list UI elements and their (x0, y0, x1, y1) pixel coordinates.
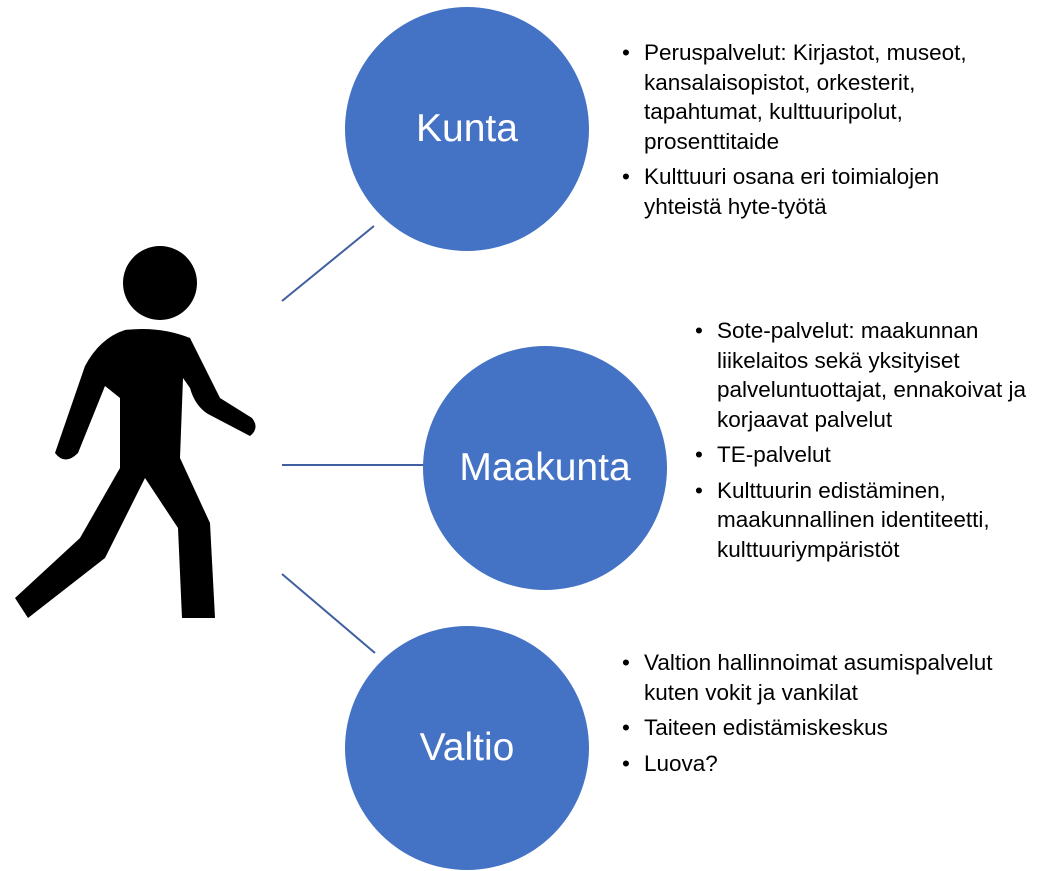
valtio-bullet-item: Luova? (620, 749, 1020, 779)
valtio-bullet-item: Valtion hallinnoimat asumispalvelut kute… (620, 648, 1020, 707)
node-kunta: Kunta (345, 7, 589, 251)
node-valtio-label: Valtio (419, 726, 515, 769)
node-maakunta-label: Maakunta (459, 446, 631, 489)
maakunta-bullet-item: Kulttuurin edistäminen, maakunnallinen i… (693, 476, 1053, 565)
maakunta-bullet-item: TE-palvelut (693, 440, 1053, 470)
walking-person-icon (15, 246, 256, 618)
maakunta-bullet-list: Sote-palvelut: maakunnan liikelaitos sek… (693, 316, 1053, 570)
connector-kunta (281, 225, 375, 302)
valtio-bullet-list: Valtion hallinnoimat asumispalvelut kute… (620, 648, 1020, 784)
kunta-bullet-item: Peruspalvelut: Kirjastot, museot, kansal… (620, 38, 1020, 156)
node-maakunta: Maakunta (423, 346, 667, 590)
node-kunta-label: Kunta (416, 107, 518, 150)
kunta-bullet-list: Peruspalvelut: Kirjastot, museot, kansal… (620, 38, 1020, 227)
maakunta-bullet-item: Sote-palvelut: maakunnan liikelaitos sek… (693, 316, 1053, 434)
valtio-bullet-item: Taiteen edistämiskeskus (620, 713, 1020, 743)
node-valtio: Valtio (345, 626, 589, 870)
kunta-bullet-item: Kulttuuri osana eri toimialojen yhteistä… (620, 162, 1020, 221)
connector-valtio (281, 573, 376, 654)
